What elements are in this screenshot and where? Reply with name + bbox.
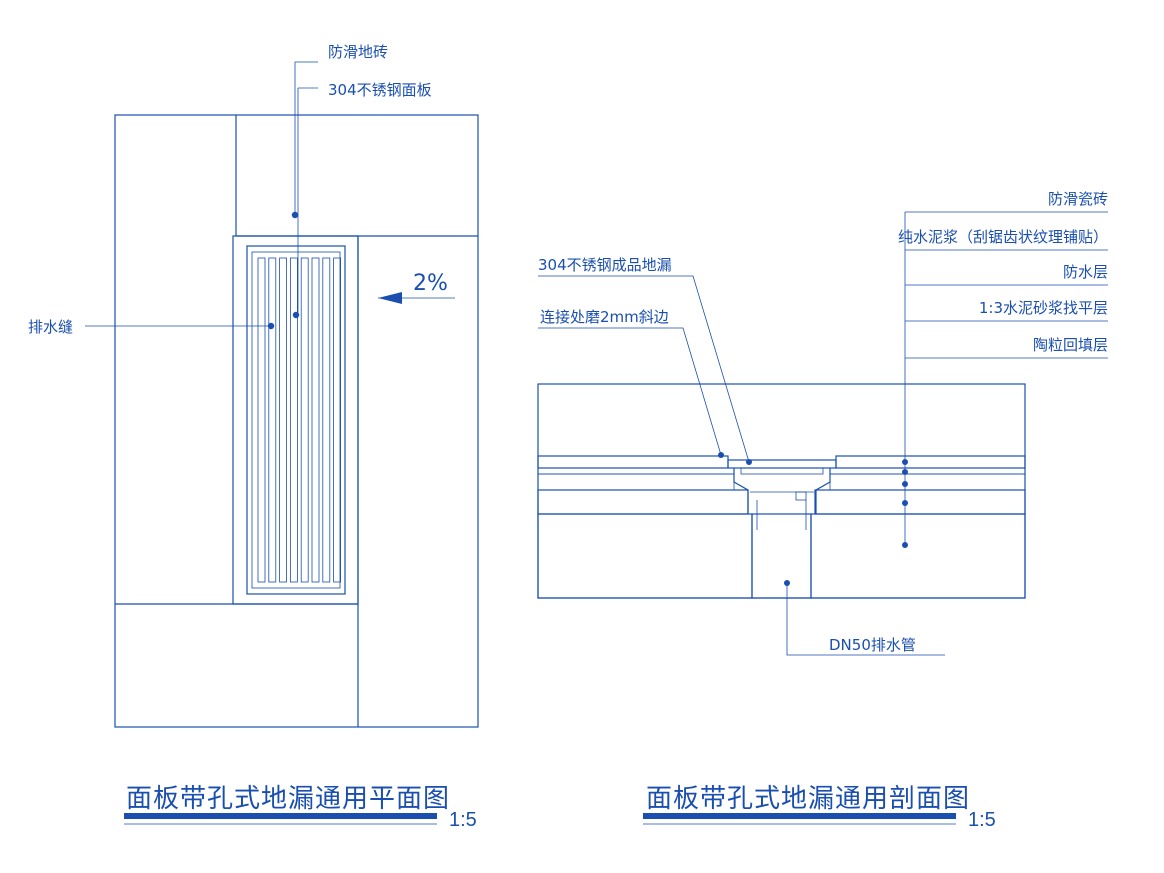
drain-slot xyxy=(268,257,277,583)
section-view: 防滑瓷砖 纯水泥浆（刮锯齿状纹理铺贴） 防水层 1:3水泥砂浆找平层 陶粒回填层… xyxy=(537,190,1108,656)
label-antislip-ceramic: 防滑瓷砖 xyxy=(1048,190,1108,208)
leveling-layer-right xyxy=(829,473,1026,491)
paste-layer-left xyxy=(537,467,735,475)
waterproof-layer-left xyxy=(537,489,749,515)
leader-dot xyxy=(267,322,275,330)
tile-layer-right xyxy=(835,455,1026,469)
label-steel-panel: 304不锈钢面板 xyxy=(328,81,432,99)
drain-slots xyxy=(257,257,342,583)
label-floor-drain: 304不锈钢成品地漏 xyxy=(538,256,672,274)
plan-title-bar xyxy=(124,813,437,819)
tile-layer-left xyxy=(537,455,729,469)
plan-floor-outline xyxy=(114,114,479,728)
backfill-layer-left xyxy=(537,513,753,599)
plan-title: 面板带孔式地漏通用平面图 xyxy=(126,784,450,814)
leader-dot xyxy=(746,459,752,465)
drain-pipe xyxy=(751,513,812,599)
leader-dot xyxy=(902,469,908,475)
steel-panel-inner xyxy=(246,245,346,595)
label-cement-paste: 纯水泥浆（刮锯齿状纹理铺贴） xyxy=(898,228,1108,246)
label-pipe: DN50排水管 xyxy=(829,636,916,654)
label-drain-slot: 排水缝 xyxy=(28,318,73,336)
label-antislip-tile: 防滑地砖 xyxy=(328,43,388,61)
drain-slot xyxy=(311,257,320,583)
leader-antislip-tile xyxy=(294,61,318,215)
section-outline xyxy=(537,383,1026,599)
drain-slot xyxy=(322,257,331,583)
leader-bevel xyxy=(538,327,722,456)
leader-dot xyxy=(291,211,299,219)
steel-panel-slot-frame xyxy=(251,251,341,589)
leader-dot xyxy=(902,542,908,548)
leader-dot xyxy=(718,452,724,458)
slope-arrow-icon xyxy=(378,292,402,304)
leader-dot xyxy=(902,481,908,487)
drain-slot xyxy=(279,257,288,583)
steel-panel-outer xyxy=(232,235,359,605)
paste-layer-right xyxy=(829,467,1026,475)
leader-dot xyxy=(902,500,908,506)
drain-slot xyxy=(257,257,266,583)
backfill-layer-right xyxy=(810,513,1026,599)
label-waterproof: 防水层 xyxy=(1063,263,1108,281)
drain-slot xyxy=(289,257,298,583)
waterproof-layer-right xyxy=(814,489,1026,515)
label-bevel: 连接处磨2mm斜边 xyxy=(540,308,669,326)
drain-panel xyxy=(727,459,837,469)
label-leveling: 1:3水泥砂浆找平层 xyxy=(979,299,1108,317)
leader-dot xyxy=(292,311,300,319)
drain-rim xyxy=(740,467,824,475)
drain-trap xyxy=(795,491,807,501)
label-slope: 2% xyxy=(413,271,448,296)
section-title-bar xyxy=(643,813,956,819)
drain-slot xyxy=(333,257,342,583)
drain-slot xyxy=(300,257,309,583)
leveling-layer-left xyxy=(537,473,735,491)
label-backfill: 陶粒回填层 xyxy=(1033,336,1108,354)
leader-pipe xyxy=(786,583,945,656)
plan-view: 防滑地砖 304不锈钢面板 排水缝 2% xyxy=(28,43,479,728)
section-scale: 1:5 xyxy=(968,809,996,831)
leader-dot xyxy=(784,580,790,586)
drain-body xyxy=(733,468,831,514)
section-title: 面板带孔式地漏通用剖面图 xyxy=(646,784,970,814)
plan-scale: 1:5 xyxy=(449,809,477,831)
leader-dot xyxy=(902,459,908,465)
leader-floor-drain xyxy=(538,275,750,463)
